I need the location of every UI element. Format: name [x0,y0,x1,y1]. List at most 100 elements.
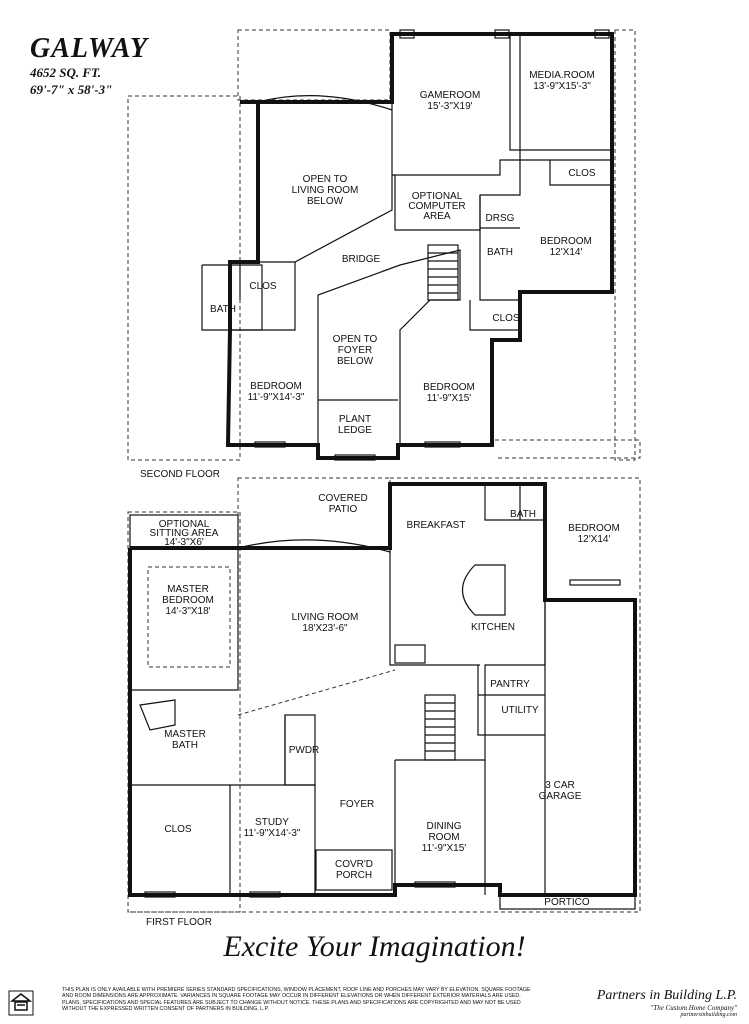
pantry-utility-wall [477,665,545,736]
master-tub [139,699,176,731]
bath-west-box [201,264,263,331]
second-floor-label: SECOND FLOOR [140,469,220,480]
kitchen-counter [394,644,426,664]
first-floor-roof-east [130,477,641,913]
media-room-size: 13'-9"X15'-3" [533,81,591,92]
bedroom-first-label: BEDROOM [568,523,620,534]
company-tagline: "The Custom Home Company" [650,1004,737,1012]
bath-east-label: BATH [487,247,513,258]
master-bed-tray [147,566,231,668]
pwdr-label: PWDR [289,745,320,756]
garage-box [544,599,636,896]
bedroom-east-size: 12'X14' [550,247,583,258]
master-bath-line1: MASTER [164,729,206,740]
second-floor-outer-wall [225,32,614,460]
slogan: Excite Your Imagination! [223,930,526,963]
second-floor-stairs [427,244,459,301]
clos-ne-label: CLOS [568,168,596,179]
open-foyer-line2: FOYER [338,345,372,356]
garage-line1: 3 CAR [545,780,574,791]
roof-line-southeast [495,439,641,459]
plan-name: GALWAY [30,33,149,64]
clos-west-label: CLOS [249,281,277,292]
kitchen-island [461,564,506,616]
sitting-line2: SITTING AREA [150,528,219,539]
sitting-line1: OPTIONAL [159,519,210,530]
bedroom-se-size: 11'-9"X15' [427,393,472,404]
foyer-label: FOYER [340,799,374,810]
open-living-line1: OPEN TO [303,174,348,185]
open-foyer-line3: BELOW [337,356,374,367]
bath-first-label: BATH [510,509,536,520]
gameroom-label: GAMEROOM [420,90,481,101]
dining-line3: 11'-9"X15' [422,843,467,854]
first-floor-stairs [424,694,456,761]
open-foyer-edge [317,249,461,445]
dining-line2: ROOM [428,832,459,843]
covered-patio-line1: COVERED [318,493,367,504]
breakfast-label: BREAKFAST [407,520,466,531]
clos-se-label: CLOS [492,313,520,324]
bedroom-first-size: 12'X14' [578,534,611,545]
roof-line-west [127,95,241,461]
computer-line2: COMPUTER [408,201,465,212]
garage-line2: GARAGE [539,791,582,802]
study-size: 11'-9"X14'-3" [244,828,301,839]
disclaimer-text: This plan is only available with premier… [62,987,531,1012]
bridge-label: BRIDGE [342,254,381,265]
company-name: Partners in Building L.P. [596,988,737,1003]
master-bed-line2: BEDROOM [162,595,214,606]
living-label: LIVING ROOM [292,612,359,623]
open-living-line3: BELOW [307,196,344,207]
study-label: STUDY [255,817,289,828]
utility-label: UTILITY [501,705,539,716]
plant-ledge-line1: PLANT [339,414,371,425]
media-room-wall [509,34,612,151]
study-wall [230,784,316,895]
clos-study-wall [130,784,231,895]
media-room-label: MEDIA.ROOM [529,70,595,81]
bedroom-sw-label: BEDROOM [250,381,302,392]
bedroom-sw-size: 11'-9"X14'-3" [248,392,305,403]
second-floor-windows [254,29,610,461]
company-website: partnersinbuilding.com [680,1012,738,1018]
first-floor-windows [144,579,621,898]
open-living-line2: LIVING ROOM [292,185,359,196]
company-block: Partners in Building L.P. "The Custom Ho… [597,988,737,1018]
kitchen-label: KITCHEN [471,622,515,633]
portico-box [499,894,636,910]
first-floor-label: FIRST FLOOR [146,917,212,928]
living-size: 18'X23'-6" [302,623,348,634]
arched-window-lower [237,539,391,553]
porch-box [315,849,393,891]
bath-west-label: BATH [210,304,236,315]
clos-ne-wall [549,160,612,186]
open-foyer-line1: OPEN TO [333,334,378,345]
covered-patio-line2: PATIO [329,504,358,515]
roof-line-north [237,29,391,101]
kitchen-west-wall [389,548,480,666]
first-floor-roof-patio [237,477,391,549]
gameroom-size: 15'-3"X19' [427,101,472,112]
drsg-bath-wall [479,195,520,301]
plan-area: 4652 SQ. FT. [30,65,102,80]
computer-line3: AREA [423,211,451,222]
